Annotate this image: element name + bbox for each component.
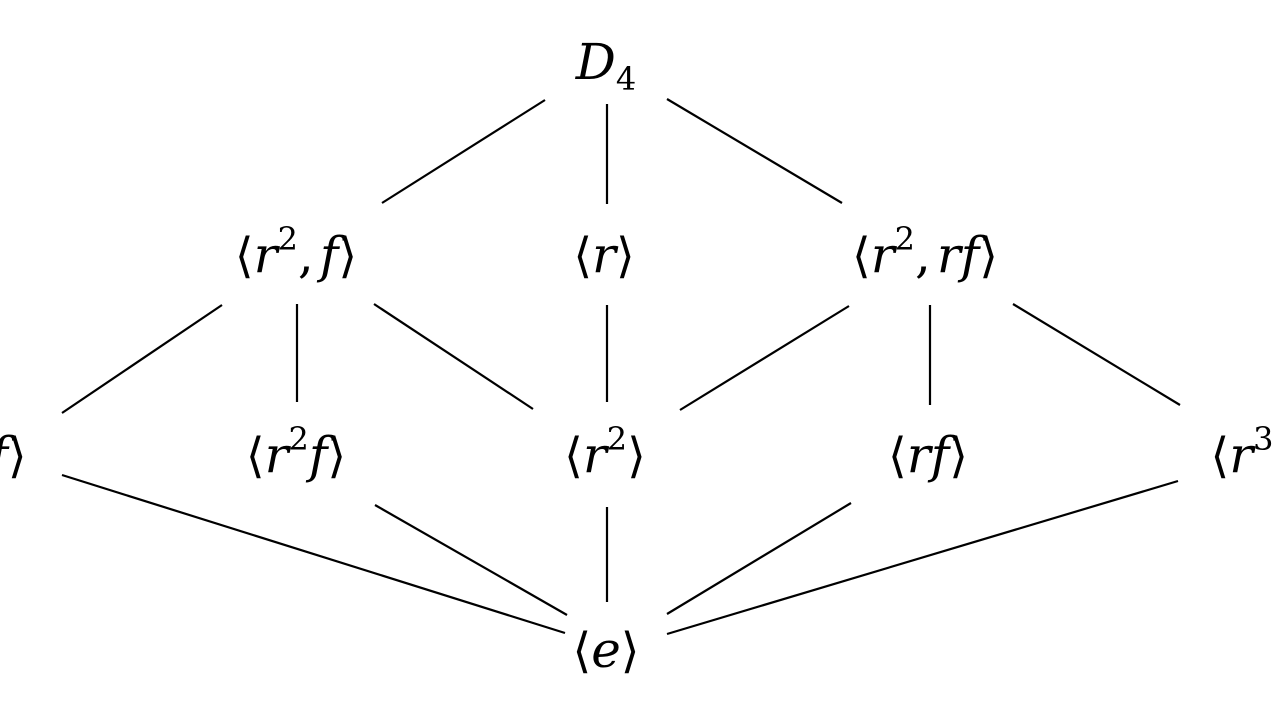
node-d4-base: D xyxy=(575,33,616,91)
node-e: ⟨e⟩ xyxy=(572,625,639,675)
gen-f: f xyxy=(308,426,328,484)
gen-r: r xyxy=(264,426,289,484)
open-angle: ⟨ xyxy=(888,428,907,484)
comma: , xyxy=(914,226,931,284)
node-r2f: ⟨r2f⟩ xyxy=(246,423,346,480)
gen-rf: rf xyxy=(936,226,980,284)
close-angle: ⟩ xyxy=(620,623,640,679)
exponent: 2 xyxy=(894,219,915,258)
gen-f: f xyxy=(319,226,339,284)
gen-f: f xyxy=(0,426,8,484)
open-angle: ⟨ xyxy=(564,428,583,484)
node-r2: ⟨r2⟩ xyxy=(564,423,646,480)
close-angle: ⟩ xyxy=(338,228,358,284)
node-d4: D4 xyxy=(576,37,636,95)
gen-r: r xyxy=(870,226,895,284)
edge-r2f-group-f xyxy=(61,304,223,414)
close-angle: ⟩ xyxy=(615,228,635,284)
node-rf: ⟨rf⟩ xyxy=(888,430,968,480)
node-d4-subscript: 4 xyxy=(615,60,637,99)
edge-r2f-e xyxy=(374,504,568,616)
edge-f-e xyxy=(61,473,566,635)
open-angle: ⟨ xyxy=(851,228,871,284)
close-angle: ⟩ xyxy=(627,428,646,484)
exponent: 3 xyxy=(1253,419,1274,458)
comma: , xyxy=(297,226,314,284)
edge-r3-e xyxy=(666,479,1179,636)
close-angle: ⟩ xyxy=(949,428,968,484)
edge-r2f-group-r2 xyxy=(373,303,534,410)
gen-r: r xyxy=(1229,426,1254,484)
gen-rf: rf xyxy=(906,426,950,484)
open-angle: ⟨ xyxy=(234,228,254,284)
gen-r: r xyxy=(582,426,607,484)
edge-d4-r2f-group xyxy=(381,99,546,204)
open-angle: ⟨ xyxy=(1210,428,1230,484)
edge-d4-r2rf-group xyxy=(666,98,843,204)
node-r2-f-group: ⟨r2,f⟩ xyxy=(235,223,357,280)
open-angle: ⟨ xyxy=(572,623,592,679)
close-angle: ⟩ xyxy=(7,428,27,484)
edge-r2rf-group-r2 xyxy=(679,305,850,411)
node-r: ⟨r⟩ xyxy=(573,230,634,280)
open-angle: ⟨ xyxy=(573,228,593,284)
exponent: 2 xyxy=(288,419,309,458)
exponent: 2 xyxy=(606,419,628,458)
exponent: 2 xyxy=(277,219,298,258)
open-angle: ⟨ xyxy=(245,428,265,484)
gen-e: e xyxy=(591,621,621,679)
edge-r2rf-group-r3 xyxy=(1012,303,1181,406)
edge-rf-e xyxy=(666,502,852,615)
node-r2-rf-group: ⟨r2,rf⟩ xyxy=(852,223,998,280)
gen-r: r xyxy=(253,226,278,284)
close-angle: ⟩ xyxy=(979,228,999,284)
node-r3-partial: ⟨r3 xyxy=(1211,423,1274,480)
close-angle: ⟩ xyxy=(327,428,347,484)
node-f-partial: f⟩ xyxy=(0,430,27,480)
gen-r: r xyxy=(592,226,616,284)
